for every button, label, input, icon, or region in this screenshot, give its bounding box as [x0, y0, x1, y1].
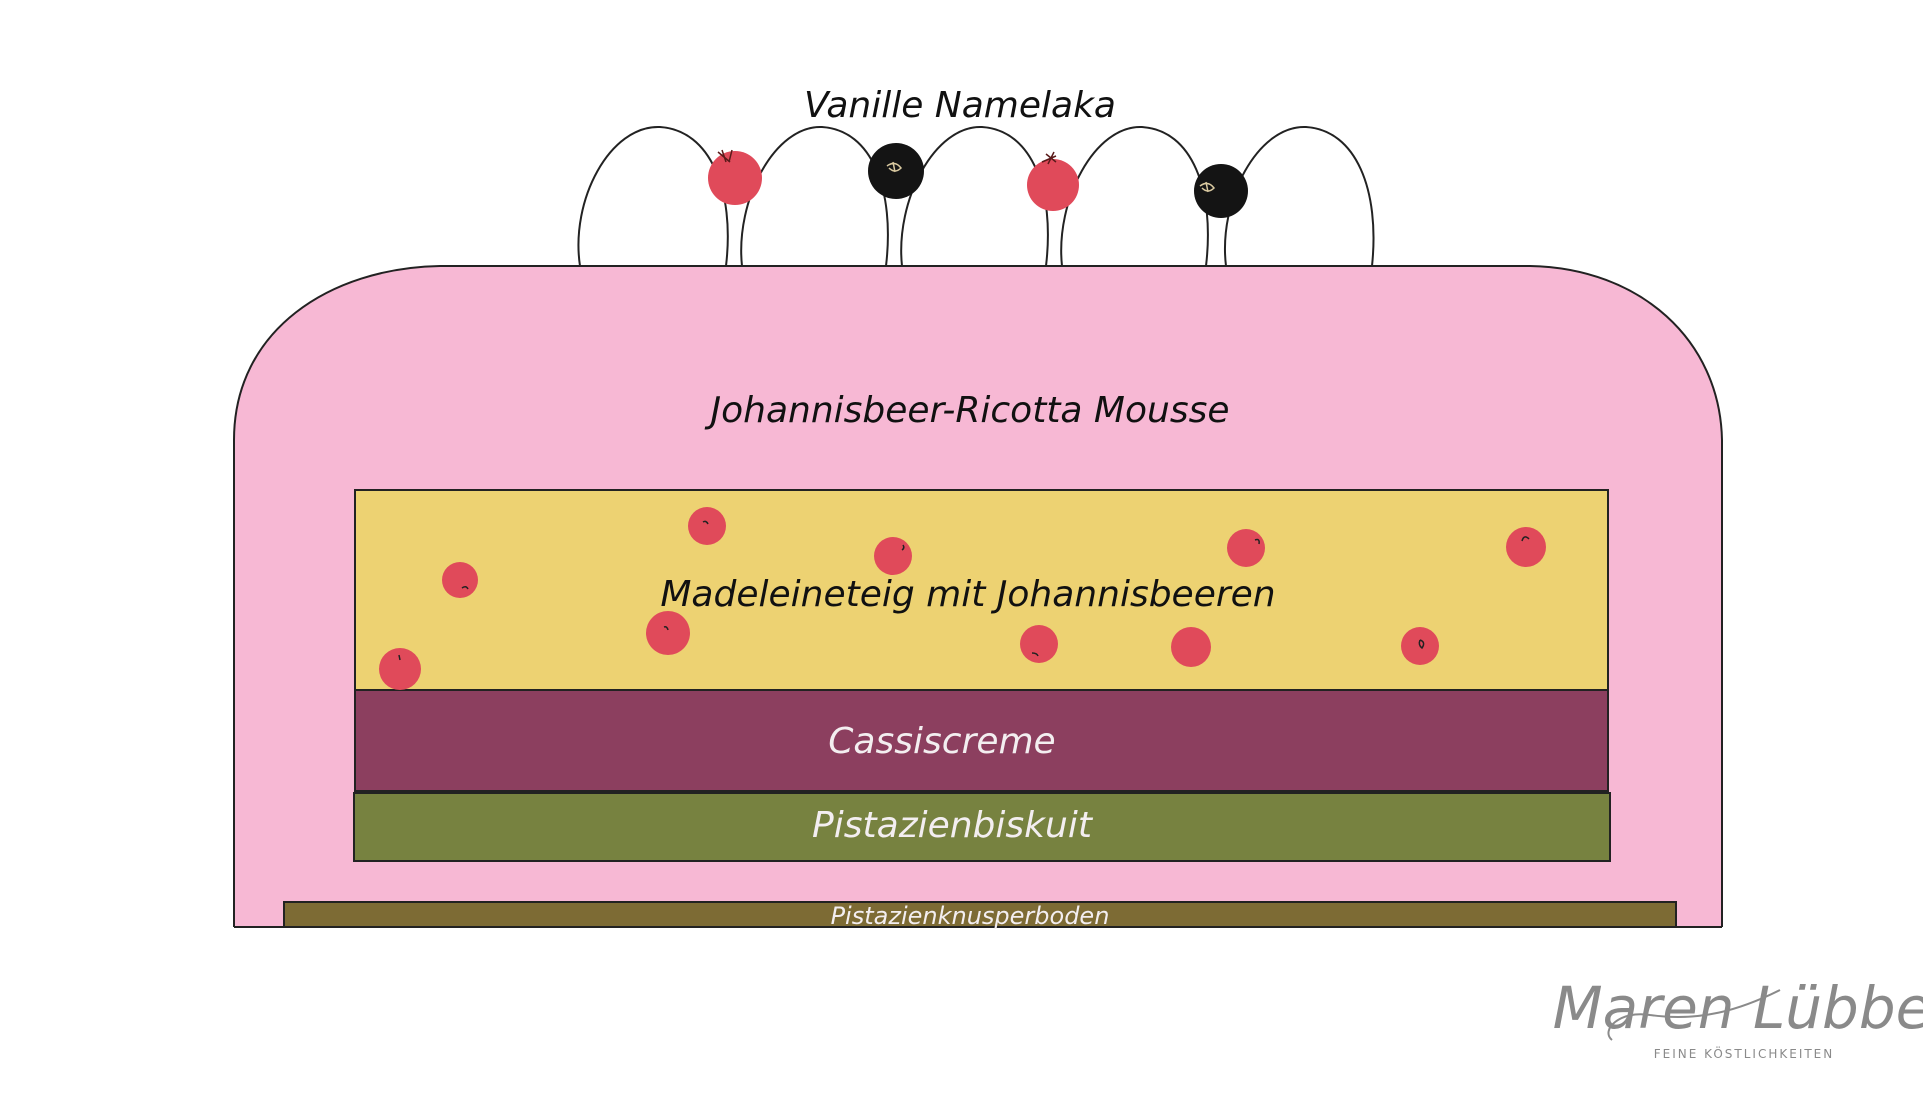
redcurrant-stem-marks	[398, 520, 1530, 661]
madeleine-layer	[354, 489, 1609, 691]
redcurrant-icon	[1506, 527, 1546, 567]
knusperboden-layer	[283, 901, 1677, 928]
redcurrant-icon	[646, 611, 690, 655]
cassis-layer	[354, 689, 1609, 792]
redcurrant-icon	[1020, 625, 1058, 663]
namelaka-dollop-icon	[900, 125, 1049, 267]
namelaka-dollop-icon	[740, 125, 889, 267]
label-knusperboden: Pistazienknusperboden	[831, 902, 1110, 930]
topping-fruits	[708, 143, 1248, 218]
logo: Maren Lübbe FEINE KÖSTLICHKEITEN	[1553, 974, 1923, 1061]
namelaka-dollop-icon	[577, 125, 729, 267]
redcurrant-icon	[1171, 627, 1211, 667]
namelaka-dollops	[577, 125, 1375, 267]
label-biskuit: Pistazienbiskuit	[812, 805, 1094, 846]
redcurrant-icon	[442, 562, 478, 598]
namelaka-dollop-icon	[1060, 125, 1209, 267]
logo-name: Maren Lübbe	[1553, 974, 1923, 1042]
logo-swash	[1607, 989, 1781, 1041]
label-madeleine: Madeleineteig mit Johannisbeeren	[660, 574, 1275, 615]
logo-tagline: FEINE KÖSTLICHKEITEN	[1654, 1045, 1835, 1061]
mousse-outline	[233, 265, 1723, 927]
redcurrant-icon	[708, 151, 762, 205]
blackcurrant-icon	[1194, 164, 1248, 218]
redcurrant-icon	[1027, 159, 1079, 211]
redcurrant-icon	[688, 507, 726, 545]
label-mousse: Johannisbeer-Ricotta Mousse	[704, 390, 1229, 431]
redcurrant-icon	[1227, 529, 1265, 567]
topping-fruit-stems	[717, 149, 1215, 193]
label-cassis: Cassiscreme	[828, 721, 1055, 762]
label-namelaka: Vanille Namelaka	[804, 85, 1116, 126]
redcurrant-icon	[874, 537, 912, 575]
redcurrant-icon	[379, 648, 421, 690]
biskuit-layer	[353, 792, 1611, 862]
